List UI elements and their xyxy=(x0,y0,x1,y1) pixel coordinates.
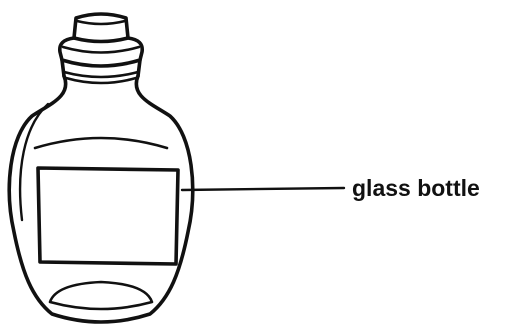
bottle-shoulder-curve xyxy=(35,138,167,148)
leader-line xyxy=(182,188,344,190)
bottle-base-ellipse xyxy=(50,282,152,309)
label-glass-bottle: glass bottle xyxy=(352,175,480,201)
bottle-label-rect xyxy=(38,168,178,264)
bottle-highlight xyxy=(20,104,48,220)
bottle-body xyxy=(9,76,192,322)
cork-stopper xyxy=(74,14,128,42)
